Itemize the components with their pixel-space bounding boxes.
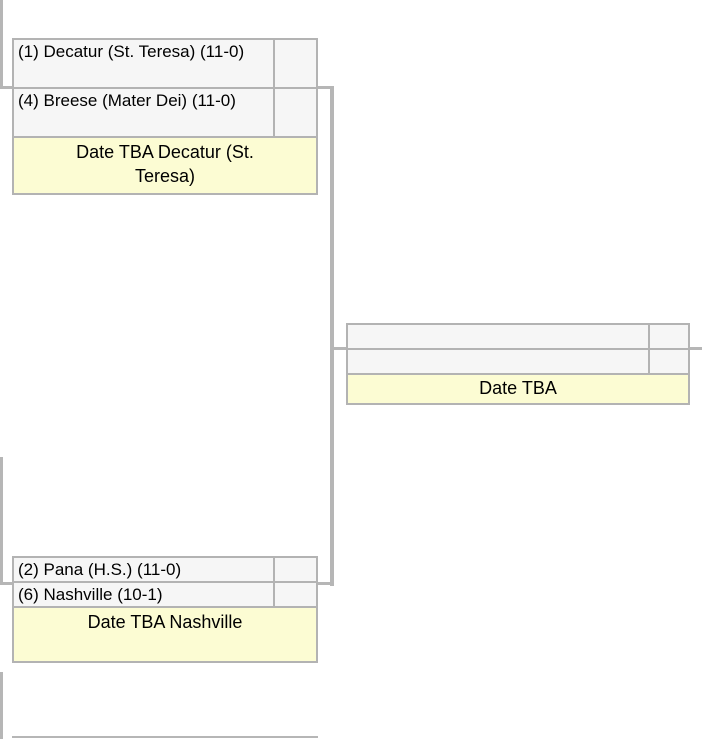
- team-score-cell: [650, 350, 688, 373]
- connector-main-vertical: [330, 86, 334, 586]
- team-row: (1) Decatur (St. Teresa) (11-0): [14, 40, 316, 89]
- connector-left-low-vertical: [0, 672, 3, 739]
- team-score-cell: [275, 40, 316, 87]
- team-score-cell: [650, 325, 688, 348]
- team-name-cell: (1) Decatur (St. Teresa) (11-0): [14, 40, 275, 87]
- connector-left-top-vertical: [0, 0, 3, 88]
- team-row: (6) Nashville (10-1): [14, 583, 316, 608]
- connector-final-to-right-edge: [688, 347, 702, 350]
- connector-bottom-to-main: [318, 582, 334, 585]
- team-row: [348, 325, 688, 350]
- connector-left-top-feeder: [0, 86, 14, 89]
- match-result-cell: Date TBA Nashville: [14, 608, 316, 661]
- match-semifinal-bottom: (2) Pana (H.S.) (11-0) (6) Nashville (10…: [12, 556, 318, 663]
- team-name-cell: (6) Nashville (10-1): [14, 583, 275, 606]
- team-score-cell: [275, 558, 316, 581]
- team-name-cell: [348, 350, 650, 373]
- connector-left-bottom-feeder: [0, 582, 14, 585]
- connector-top-to-main: [318, 86, 334, 89]
- team-row: [348, 350, 688, 375]
- next-table-cutoff-border: [12, 736, 318, 738]
- team-score-cell: [275, 583, 316, 606]
- team-row: (2) Pana (H.S.) (11-0): [14, 558, 316, 583]
- match-result-cell: Date TBA Decatur (St. Teresa): [14, 138, 316, 193]
- team-name-cell: (4) Breese (Mater Dei) (11-0): [14, 89, 275, 136]
- team-score-cell: [275, 89, 316, 136]
- match-semifinal-top: (1) Decatur (St. Teresa) (11-0) (4) Bree…: [12, 38, 318, 195]
- team-name-cell: (2) Pana (H.S.) (11-0): [14, 558, 275, 581]
- match-final: Date TBA: [346, 323, 690, 405]
- connector-main-to-final: [334, 347, 348, 350]
- team-name-cell: [348, 325, 650, 348]
- match-result-cell: Date TBA: [348, 375, 688, 403]
- team-row: (4) Breese (Mater Dei) (11-0): [14, 89, 316, 138]
- connector-left-mid-vertical: [0, 457, 3, 585]
